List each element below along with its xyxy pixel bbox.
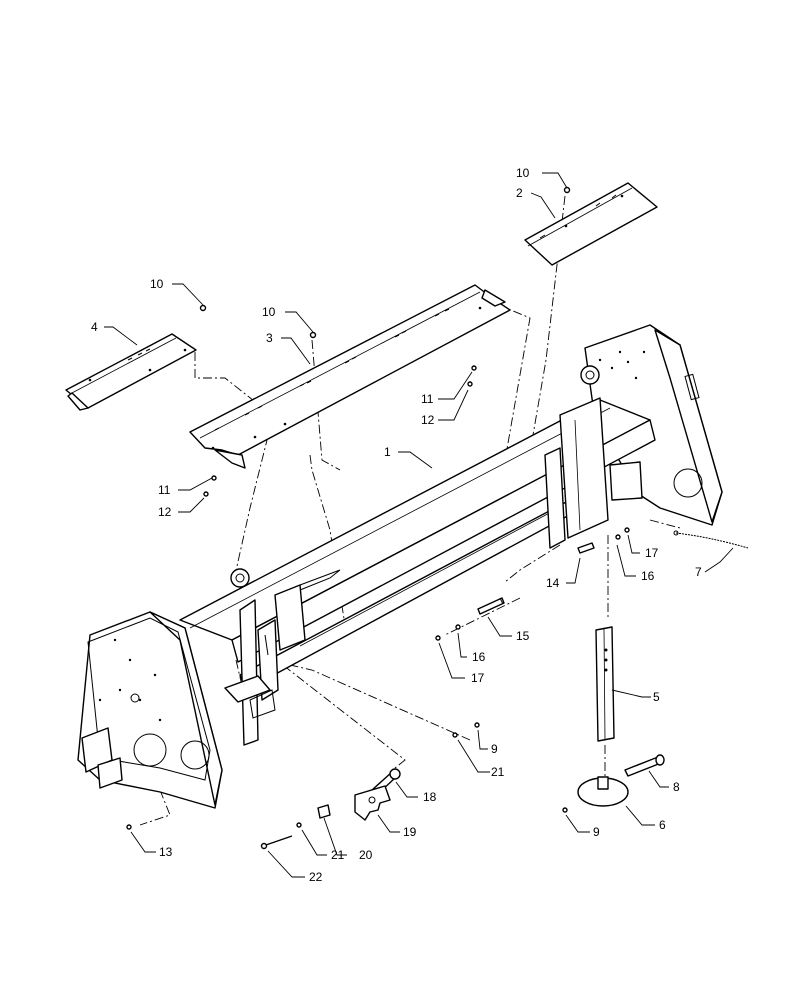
part-4-cover-plate-left	[65, 333, 197, 411]
callout-22: 22	[309, 870, 323, 884]
callout-20: 20	[359, 848, 373, 862]
callout-8: 8	[673, 780, 680, 794]
part-6-foot-plate	[577, 776, 629, 807]
callout-2: 2	[516, 186, 523, 200]
callout-16: 16	[641, 569, 655, 583]
callout-6: 6	[659, 818, 666, 832]
callout-7: 7	[695, 565, 702, 579]
callout-10: 10	[150, 277, 164, 291]
callout-14: 14	[546, 576, 560, 590]
callout-17: 17	[471, 671, 485, 685]
leader-lines	[104, 172, 734, 878]
callout-16: 16	[472, 650, 486, 664]
callout-12: 12	[158, 505, 172, 519]
callout-4: 4	[91, 320, 98, 334]
callout-3: 3	[266, 331, 273, 345]
part-19-latch	[354, 785, 391, 821]
part-15-pin	[477, 597, 505, 615]
callout-11: 11	[158, 483, 171, 497]
callout-19: 19	[403, 825, 417, 839]
callout-12: 12	[421, 413, 435, 427]
callout-17: 17	[645, 546, 659, 560]
part-8-pin	[624, 754, 665, 777]
part-20-clip	[317, 804, 331, 819]
part-14-pin	[577, 542, 595, 554]
callout-11: 11	[421, 392, 434, 406]
callout-1: 1	[384, 445, 391, 459]
callout-21: 21	[491, 765, 505, 779]
callout-9: 9	[491, 742, 498, 756]
callout-5: 5	[653, 690, 660, 704]
part-2-cover-plate-right	[524, 182, 658, 266]
callout-10: 10	[262, 305, 276, 319]
part-5-stand-leg	[595, 626, 615, 742]
part-7-chain	[673, 530, 749, 549]
callout-15: 15	[516, 629, 530, 643]
callout-9: 9	[593, 825, 600, 839]
callout-18: 18	[423, 790, 437, 804]
callout-10: 10	[516, 166, 530, 180]
callout-13: 13	[159, 845, 173, 859]
part-1-main-frame	[77, 324, 723, 809]
part-3-cover-plate-center	[189, 284, 511, 469]
callout-21: 21	[331, 848, 345, 862]
callout-labels: 10 2 10 10 3 4 1 11 12 11 12 17 16 7 14 …	[91, 166, 702, 884]
hardware-fasteners	[126, 186, 630, 850]
